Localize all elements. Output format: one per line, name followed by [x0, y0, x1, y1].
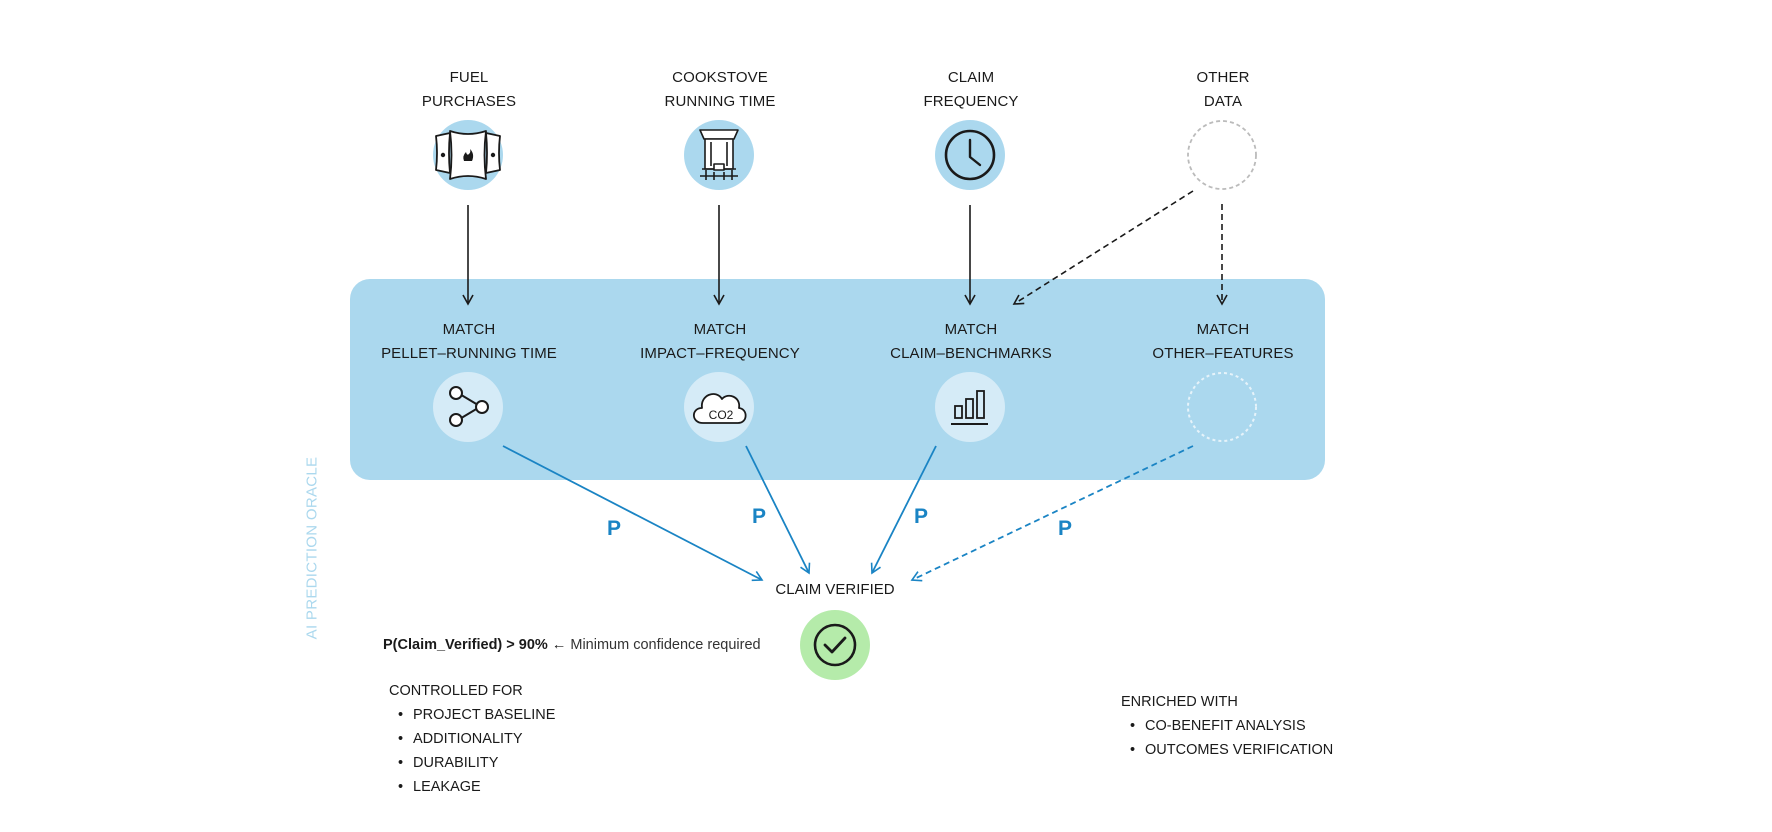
match-other-features-circle: [1187, 372, 1257, 442]
list-item: LEAKAGE: [389, 775, 555, 799]
list-item: OUTCOMES VERIFICATION: [1121, 738, 1333, 762]
probability-label-impact: P: [752, 505, 767, 528]
other-data-circle: [1187, 120, 1257, 190]
bar-chart-icon: [951, 390, 988, 425]
enriched-with-title: ENRICHED WITH: [1121, 694, 1238, 710]
cookstove-icon: [699, 129, 739, 180]
ai-oracle-band: [350, 279, 1325, 480]
enriched-with-block: ENRICHED WITH CO-BENEFIT ANALYSIS OUTCOM…: [1121, 690, 1333, 762]
share-nodes-icon: [449, 386, 489, 427]
condition-arrow: ←: [551, 637, 567, 653]
clock-icon: [944, 129, 996, 181]
list-item: ADDITIONALITY: [389, 727, 555, 751]
list-item: CO-BENEFIT ANALYSIS: [1121, 714, 1333, 738]
list-item: DURABILITY: [389, 751, 555, 775]
condition-note: Minimum confidence required: [570, 637, 761, 653]
match-pellet-running-time-circle: [433, 372, 503, 442]
controlled-for-title: CONTROLLED FOR: [389, 683, 523, 699]
controlled-for-block: CONTROLLED FOR PROJECT BASELINE ADDITION…: [389, 679, 555, 799]
list-item: PROJECT BASELINE: [389, 703, 555, 727]
claim-verified-circle: [800, 610, 870, 680]
fuel-bags-icon: [435, 130, 501, 180]
confidence-condition: P(Claim_Verified) > 90% ← Minimum confid…: [383, 637, 761, 653]
probability-label-benchmarks: P: [914, 505, 929, 528]
ai-prediction-oracle-label: AI PREDICTION ORACLE: [303, 456, 321, 640]
claim-verified-label: CLAIM VERIFIED: [775, 581, 895, 598]
probability-label-pellet: P: [607, 517, 622, 540]
svg-text:CO2: CO2: [709, 408, 734, 422]
condition-expression: P(Claim_Verified) > 90%: [383, 637, 548, 653]
checkmark-icon: [813, 623, 857, 667]
co2-cloud-icon: CO2: [692, 393, 747, 424]
probability-label-other: P: [1058, 517, 1073, 540]
match-claim-benchmarks-circle: [935, 372, 1005, 442]
